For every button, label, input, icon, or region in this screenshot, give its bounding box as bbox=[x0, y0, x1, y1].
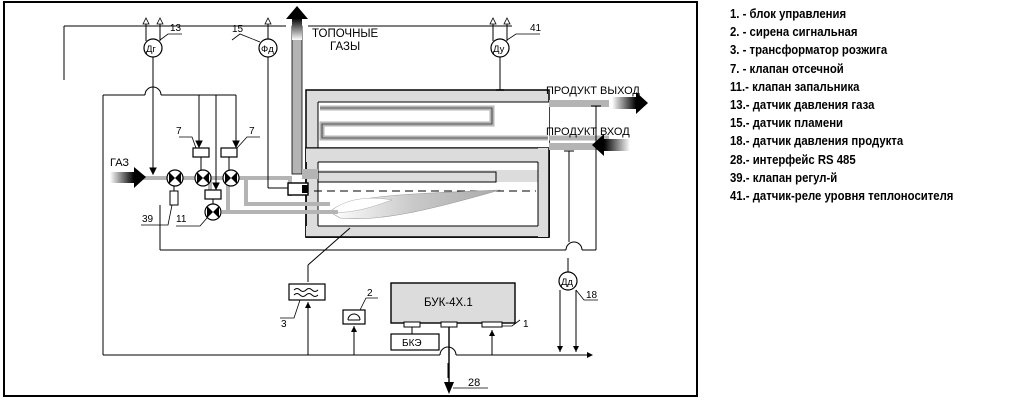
pilot-valve-symbol bbox=[204, 203, 222, 221]
legend-item: 3. - трансформатор розжига bbox=[730, 42, 888, 58]
bke-block: БКЭ bbox=[390, 327, 440, 351]
legend-item: 2. - сирена сигнальная bbox=[730, 24, 858, 40]
shutoff-valve-7b-actuator bbox=[220, 147, 238, 158]
legend-list: 1. - блок управления 2. - сирена сигналь… bbox=[730, 5, 988, 205]
legend-item: 13.- датчик давления газа bbox=[730, 97, 875, 113]
valve-control-wiring bbox=[103, 86, 240, 191]
rs485-interface-28 bbox=[444, 327, 454, 394]
level-sensor-41: Ду bbox=[489, 17, 511, 91]
legend-item: 39.- клапан регул-й bbox=[730, 169, 838, 185]
callout-2: 2 bbox=[367, 288, 373, 299]
flame-sensor-15: Фд bbox=[258, 17, 309, 196]
svg-text:Дд: Дд bbox=[561, 277, 573, 288]
callout-7b: 7 bbox=[249, 126, 255, 137]
callout-41: 41 bbox=[530, 23, 542, 34]
reg-valve-39-actuator bbox=[169, 190, 179, 206]
svg-text:Ду: Ду bbox=[493, 44, 505, 55]
product-out-label: ПРОДУКТ ВЫХОД bbox=[546, 85, 640, 97]
callout-7a: 7 bbox=[176, 126, 182, 137]
control-unit-1: БУК-4Х.1 bbox=[390, 282, 516, 328]
product-out-arrow bbox=[612, 92, 648, 114]
legend-item: 7. - клапан отсечной bbox=[730, 60, 844, 76]
callout-18: 18 bbox=[586, 290, 598, 301]
product-inlet-pipe bbox=[549, 143, 609, 150]
callout-13: 13 bbox=[170, 23, 182, 34]
legend-item: 15.- датчик пламени bbox=[730, 115, 844, 131]
callout-11: 11 bbox=[176, 214, 187, 225]
svg-text:Фд: Фд bbox=[261, 44, 274, 55]
gas-label: ГАЗ bbox=[110, 157, 129, 169]
legend-item: 18.- датчик давления продукта bbox=[730, 133, 904, 149]
product-in-label: ПРОДУКТ ВХОД bbox=[546, 126, 630, 138]
legend-item: 11.- клапан запальника bbox=[730, 78, 860, 94]
pilot-valve-11-actuator bbox=[204, 189, 222, 200]
gas-pressure-sensor-13: Дг bbox=[142, 17, 164, 96]
callout-15: 15 bbox=[232, 24, 244, 35]
process-diagram: 7 7 39 11 ГАЗ Дг 13 Фд 15 ТОПОЧНЫЕ ГАЗЫ bbox=[3, 1, 698, 397]
legend-item: 41.- датчик-реле уровня теплоносителя bbox=[730, 188, 954, 204]
flue-gas-chimney bbox=[286, 6, 308, 175]
control-wiring bbox=[102, 95, 601, 378]
product-outlet-pipe bbox=[549, 100, 609, 107]
legend-item: 28.- интерфейс RS 485 bbox=[730, 151, 856, 167]
controller-label: БУК-4Х.1 bbox=[424, 297, 473, 309]
flue-gases-label-1: ТОПОЧНЫЕ bbox=[312, 28, 379, 40]
legend-item: 1. - блок управления bbox=[730, 6, 847, 21]
callout-3: 3 bbox=[281, 319, 287, 330]
gas-inlet-arrow bbox=[110, 167, 146, 188]
siren-2 bbox=[342, 309, 366, 325]
callout-39: 39 bbox=[142, 214, 154, 225]
product-in-arrow bbox=[592, 134, 630, 156]
ignition-transformer-3 bbox=[288, 283, 326, 301]
control-valves bbox=[166, 169, 240, 221]
shutoff-valve-7a-actuator bbox=[192, 147, 210, 158]
svg-text:Дг: Дг bbox=[146, 44, 156, 55]
boundary-frame bbox=[3, 1, 698, 397]
callout-1: 1 bbox=[523, 319, 529, 330]
bke-label: БКЭ bbox=[402, 338, 422, 349]
chamber-baffle bbox=[317, 171, 497, 183]
flue-gases-label-2: ГАЗЫ bbox=[330, 41, 360, 53]
product-pressure-sensor-18: Дд bbox=[558, 271, 578, 291]
valve-39-symbol bbox=[166, 169, 184, 187]
callout-28: 28 bbox=[468, 377, 480, 389]
